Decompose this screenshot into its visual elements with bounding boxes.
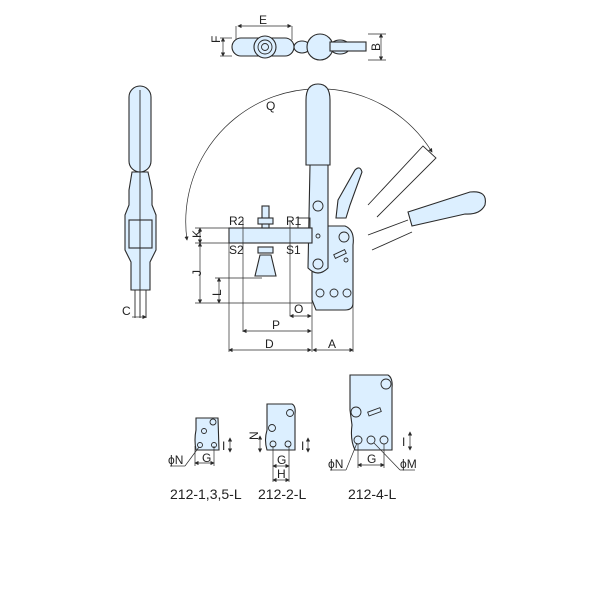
dim-N: N — [247, 431, 261, 440]
dim-E: E — [259, 13, 267, 27]
dim-phiN-1: ϕN — [168, 453, 183, 467]
dim-S2: S2 — [229, 243, 244, 257]
variant-label: 212-4-L — [348, 486, 396, 502]
dim-phiN-3: ϕN — [328, 457, 343, 471]
dim-K: K — [190, 230, 204, 238]
dim-F: F — [209, 36, 223, 43]
front-view: Q — [184, 83, 486, 353]
dim-R1: R1 — [286, 214, 302, 228]
dim-P: P — [272, 318, 280, 332]
dim-B: B — [369, 43, 383, 51]
dim-O: O — [294, 302, 303, 316]
dim-D: D — [265, 337, 274, 351]
variant-212-4-L: ϕN G ϕM I 212-4-L — [328, 374, 417, 502]
dim-L: L — [210, 289, 224, 296]
dim-I-1: I — [222, 439, 225, 453]
dim-phiM: ϕM — [400, 457, 417, 471]
dim-C: C — [122, 304, 131, 318]
dim-R2: R2 — [229, 214, 245, 228]
side-view: C — [122, 85, 157, 320]
dim-I-2: I — [301, 439, 304, 453]
dim-G-3: G — [367, 452, 376, 466]
top-view: E F B — [209, 13, 386, 61]
variant-label: 212-1,3,5-L — [170, 486, 242, 502]
dim-S1: S1 — [286, 243, 301, 257]
dim-G-2: G — [277, 453, 286, 467]
dim-Q: Q — [266, 99, 275, 113]
dim-A: A — [328, 337, 336, 351]
variant-label: 212-2-L — [258, 486, 306, 502]
dim-G-1: G — [202, 451, 211, 465]
dim-J: J — [190, 270, 204, 276]
dim-I-3: I — [402, 435, 405, 449]
dim-H: H — [277, 467, 286, 481]
variant-212-1-3-5-L: ϕN G I 212-1,3,5-L — [168, 417, 242, 502]
variant-212-2-L: G H N I 212-2-L — [247, 403, 311, 502]
